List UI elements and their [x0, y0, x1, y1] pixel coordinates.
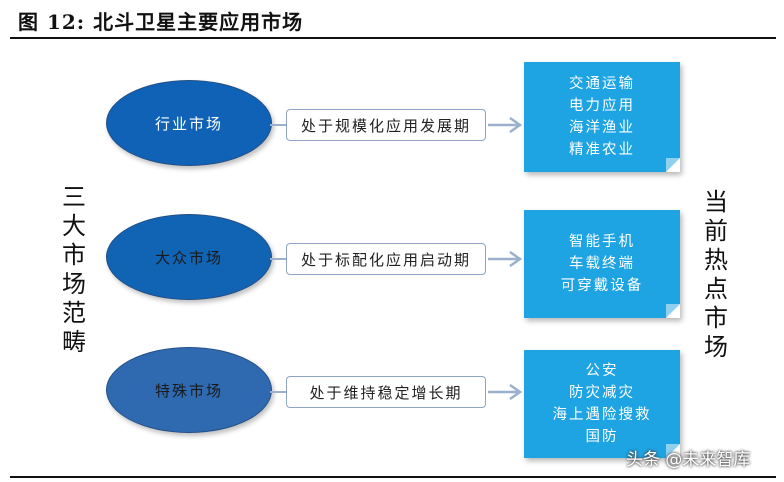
hot-market-item: 车载终端	[569, 256, 635, 272]
left-label-char: 市	[62, 241, 86, 269]
left-label-char: 畴	[62, 328, 86, 356]
hot-market-item: 防灾减灾	[569, 385, 635, 401]
hot-market-item: 交通运输	[569, 76, 635, 92]
hot-market-box-consumer: 智能手机 车载终端 可穿戴设备	[524, 210, 680, 318]
stage-label: 处于维持稳定增长期	[309, 383, 463, 402]
market-ellipse-consumer: 大众市场	[106, 214, 272, 300]
bottom-rule	[10, 476, 776, 478]
right-label-char: 前	[704, 217, 728, 245]
hot-market-item: 电力应用	[569, 98, 635, 114]
market-name: 特殊市场	[154, 381, 223, 400]
left-label-char: 范	[62, 299, 86, 327]
hot-market-item: 可穿戴设备	[560, 278, 644, 294]
hot-market-item: 智能手机	[569, 234, 635, 250]
hot-market-item: 海上遇险搜救	[552, 407, 652, 423]
left-label-char: 大	[62, 212, 86, 240]
arrow-right-icon	[488, 116, 523, 134]
right-label-char: 市	[704, 304, 728, 332]
hot-market-item: 精准农业	[569, 142, 635, 158]
hot-market-item: 公安	[585, 363, 619, 379]
connector-line	[270, 391, 286, 393]
market-ellipse-industry: 行业市场	[106, 80, 272, 166]
left-label-char: 三	[62, 183, 86, 211]
right-label-char: 点	[704, 275, 728, 303]
market-name: 行业市场	[154, 114, 223, 133]
hot-market-box-special: 公安 防灾减灾 海上遇险搜救 国防	[524, 350, 680, 458]
right-label-char: 热	[704, 246, 728, 274]
connector-line	[270, 124, 286, 126]
left-label-char: 场	[62, 270, 86, 298]
figure-title: 图 12: 北斗卫星主要应用市场	[18, 10, 304, 34]
market-name: 大众市场	[154, 248, 223, 267]
stage-box-special: 处于维持稳定增长期	[286, 376, 486, 408]
stage-label: 处于规模化应用发展期	[300, 116, 471, 135]
hot-market-item: 海洋渔业	[569, 120, 635, 136]
market-ellipse-special: 特殊市场	[106, 347, 272, 433]
stage-box-industry: 处于规模化应用发展期	[286, 109, 486, 141]
right-vertical-label: 当 前 热 点 市 场	[700, 188, 732, 362]
arrow-right-icon	[488, 383, 523, 401]
left-vertical-label: 三 大 市 场 范 畴	[58, 183, 90, 357]
stage-label: 处于标配化应用启动期	[300, 250, 471, 269]
watermark: 头条 @未来智库	[626, 450, 751, 470]
right-label-char: 当	[704, 188, 728, 216]
connector-line	[270, 258, 286, 260]
hot-market-item: 国防	[585, 429, 619, 445]
arrow-right-icon	[488, 250, 523, 268]
hot-market-box-industry: 交通运输 电力应用 海洋渔业 精准农业	[524, 62, 680, 172]
page-curl	[666, 158, 680, 172]
page-curl	[666, 444, 680, 458]
stage-box-consumer: 处于标配化应用启动期	[286, 243, 486, 275]
page-curl	[666, 304, 680, 318]
top-rule	[10, 37, 776, 39]
right-label-char: 场	[704, 333, 728, 361]
